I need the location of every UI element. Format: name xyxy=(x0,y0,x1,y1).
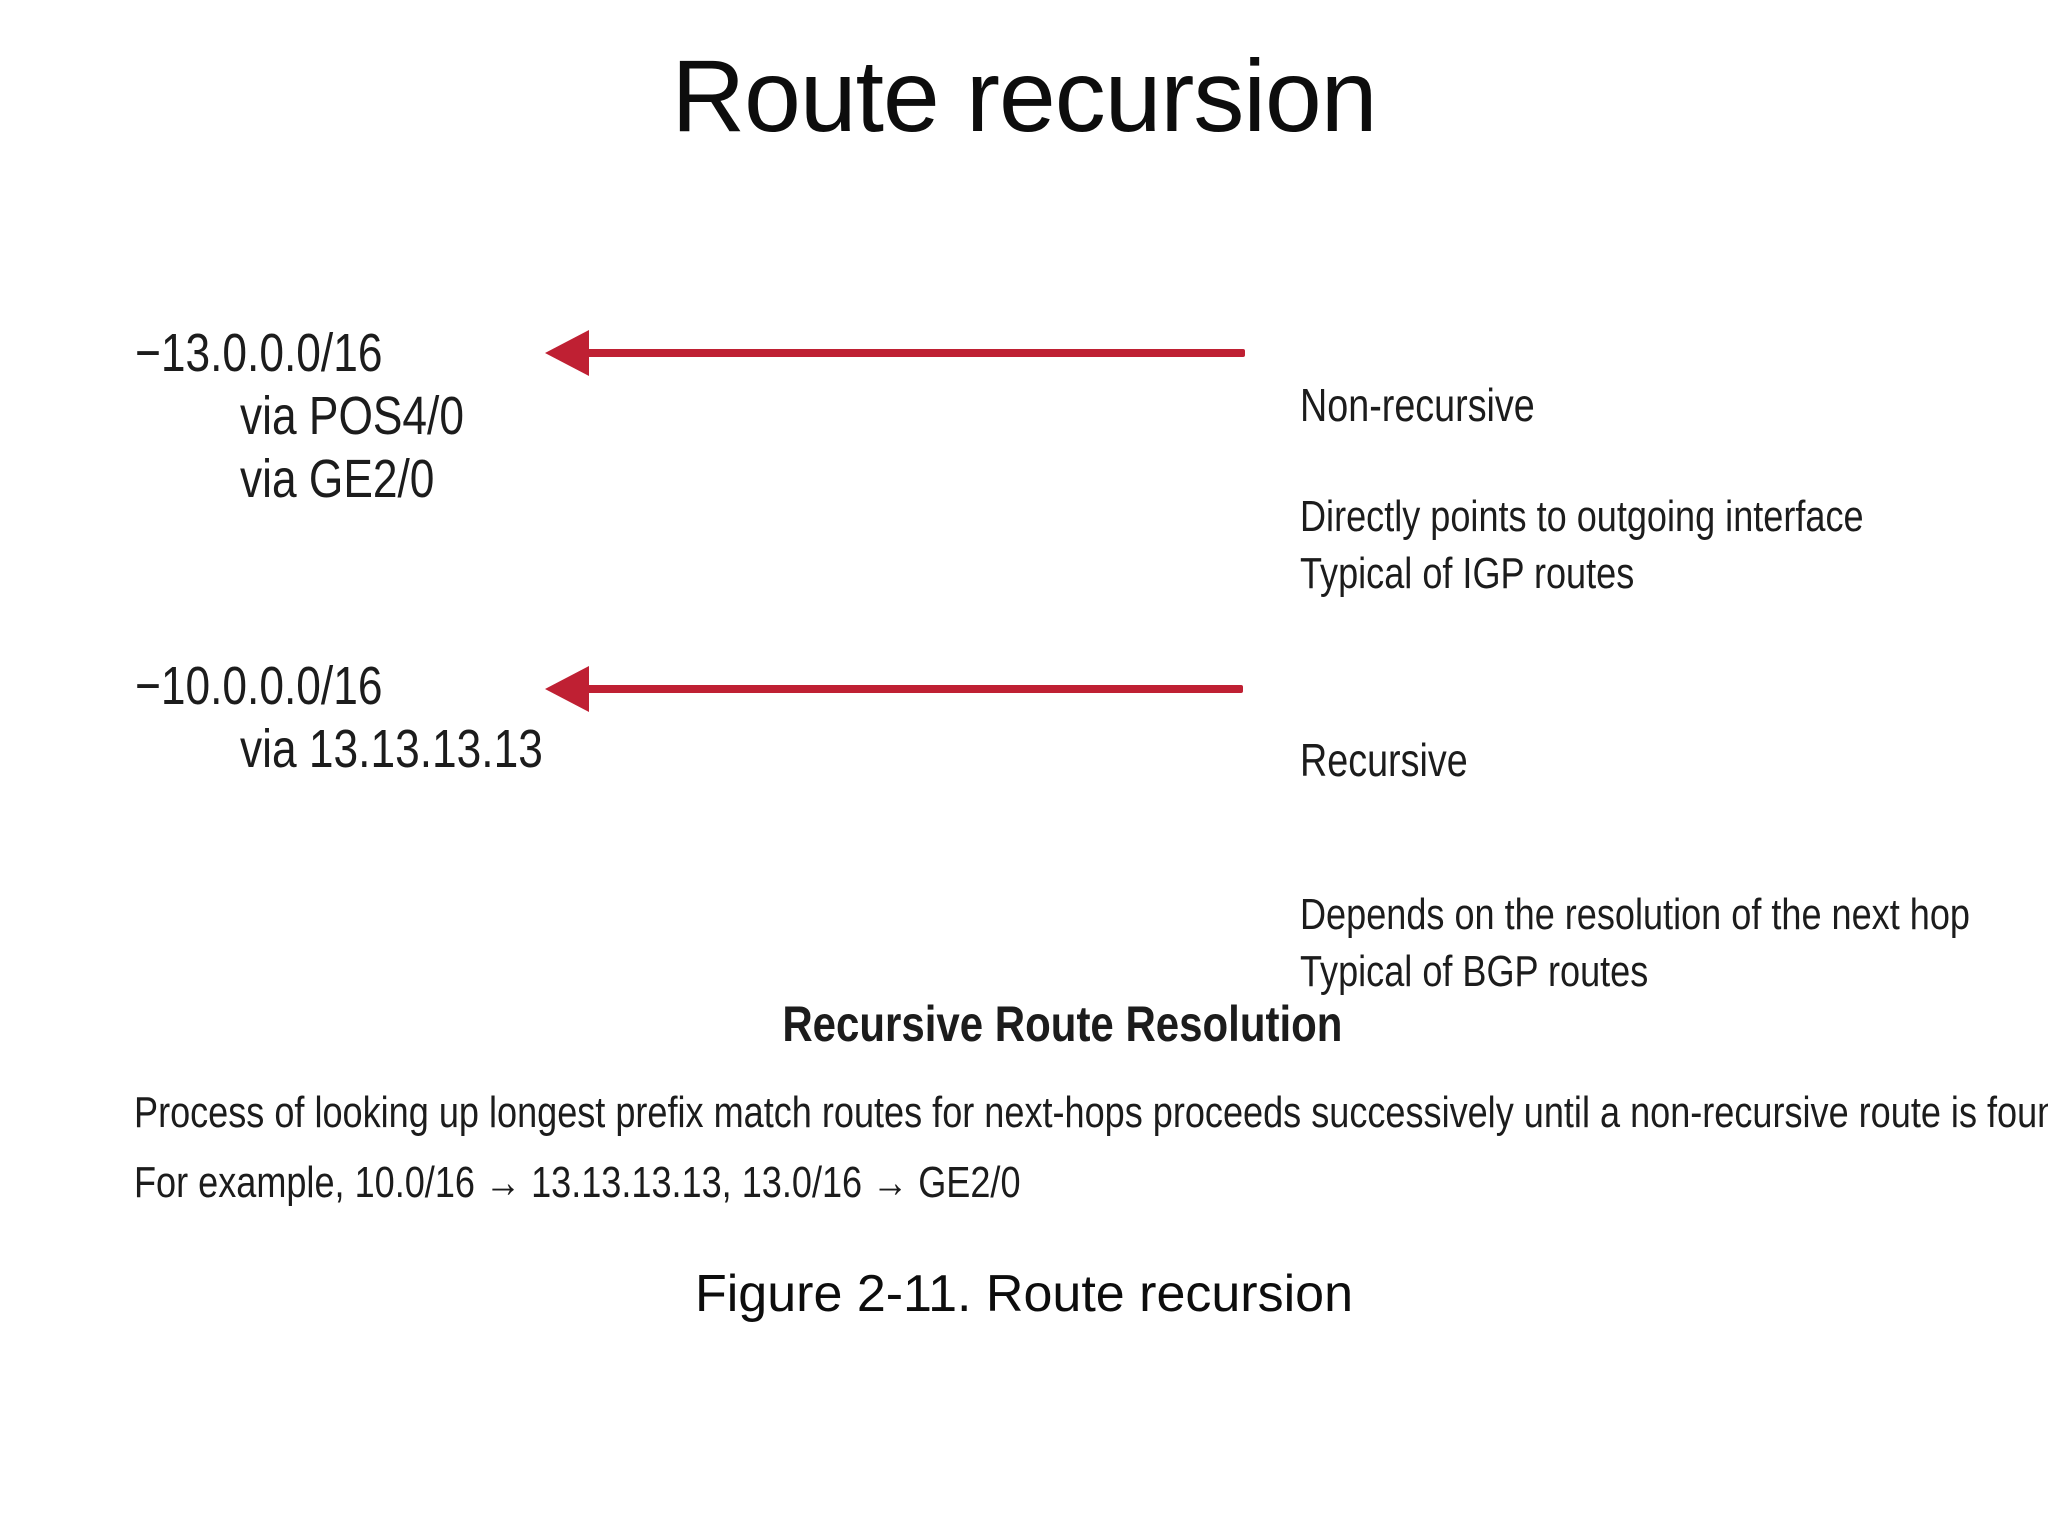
annotation-note: Depends on the resolution of the next ho… xyxy=(1300,886,2048,943)
arrow-head-icon xyxy=(545,330,589,376)
route-via-text: via GE2/0 xyxy=(240,449,435,509)
annotation-label-text: Non-recursive xyxy=(1300,379,1535,431)
non-recursive-arrow-icon xyxy=(545,330,1245,376)
slide-title: Route recursion xyxy=(671,39,1377,153)
annotation-note: Typical of IGP routes xyxy=(1300,545,1987,602)
arrow-line xyxy=(583,349,1245,357)
arrow-head-icon xyxy=(545,666,589,712)
annotation-notes-recursive: Depends on the resolution of the next ho… xyxy=(1300,886,2048,1000)
annotation-label-recursive: Recursive xyxy=(1300,733,1505,787)
figure-heading-text: Recursive Route Resolution xyxy=(782,996,1343,1052)
annotation-note-text: Typical of BGP routes xyxy=(1300,947,1649,996)
route-via: via POS4/0 xyxy=(135,385,513,448)
figure-paragraph: Process of looking up longest prefix mat… xyxy=(134,1088,2048,1138)
route-entry-13: −13.0.0.0/16 via POS4/0 via GE2/0 xyxy=(135,322,513,511)
route-via: via GE2/0 xyxy=(135,448,513,511)
figure-caption: Figure 2-11. Route recursion xyxy=(694,1265,1354,1323)
route-via-text: via POS4/0 xyxy=(240,386,464,446)
annotation-label-non-recursive: Non-recursive xyxy=(1300,378,1586,432)
route-prefix: −13.0.0.0/16 xyxy=(135,322,513,385)
route-prefix: −10.0.0.0/16 xyxy=(135,655,609,718)
route-entry-10: −10.0.0.0/16 via 13.13.13.13 xyxy=(135,655,609,781)
annotation-label-text: Recursive xyxy=(1300,734,1468,786)
figure-example-text: For example, 10.0/16 → 13.13.13.13, 13.0… xyxy=(134,1158,1021,1207)
route-via: via 13.13.13.13 xyxy=(135,718,609,781)
figure-heading: Recursive Route Resolution xyxy=(0,995,2048,1053)
recursive-arrow-icon xyxy=(545,666,1243,712)
figure-paragraph-text: Process of looking up longest prefix mat… xyxy=(134,1088,2048,1137)
arrow-line xyxy=(583,685,1243,693)
annotation-note: Directly points to outgoing interface xyxy=(1300,488,1987,545)
annotation-note-text: Directly points to outgoing interface xyxy=(1300,492,1864,541)
figure-example: For example, 10.0/16 → 13.13.13.13, 13.0… xyxy=(134,1158,1215,1208)
annotation-notes-non-recursive: Directly points to outgoing interface Ty… xyxy=(1300,488,1987,602)
route-prefix-text: −10.0.0.0/16 xyxy=(135,656,383,716)
route-via-text: via 13.13.13.13 xyxy=(240,719,543,779)
annotation-note-text: Typical of IGP routes xyxy=(1300,549,1635,598)
annotation-note-text: Depends on the resolution of the next ho… xyxy=(1300,890,1970,939)
route-prefix-text: −13.0.0.0/16 xyxy=(135,323,383,383)
annotation-note: Typical of BGP routes xyxy=(1300,943,2048,1000)
